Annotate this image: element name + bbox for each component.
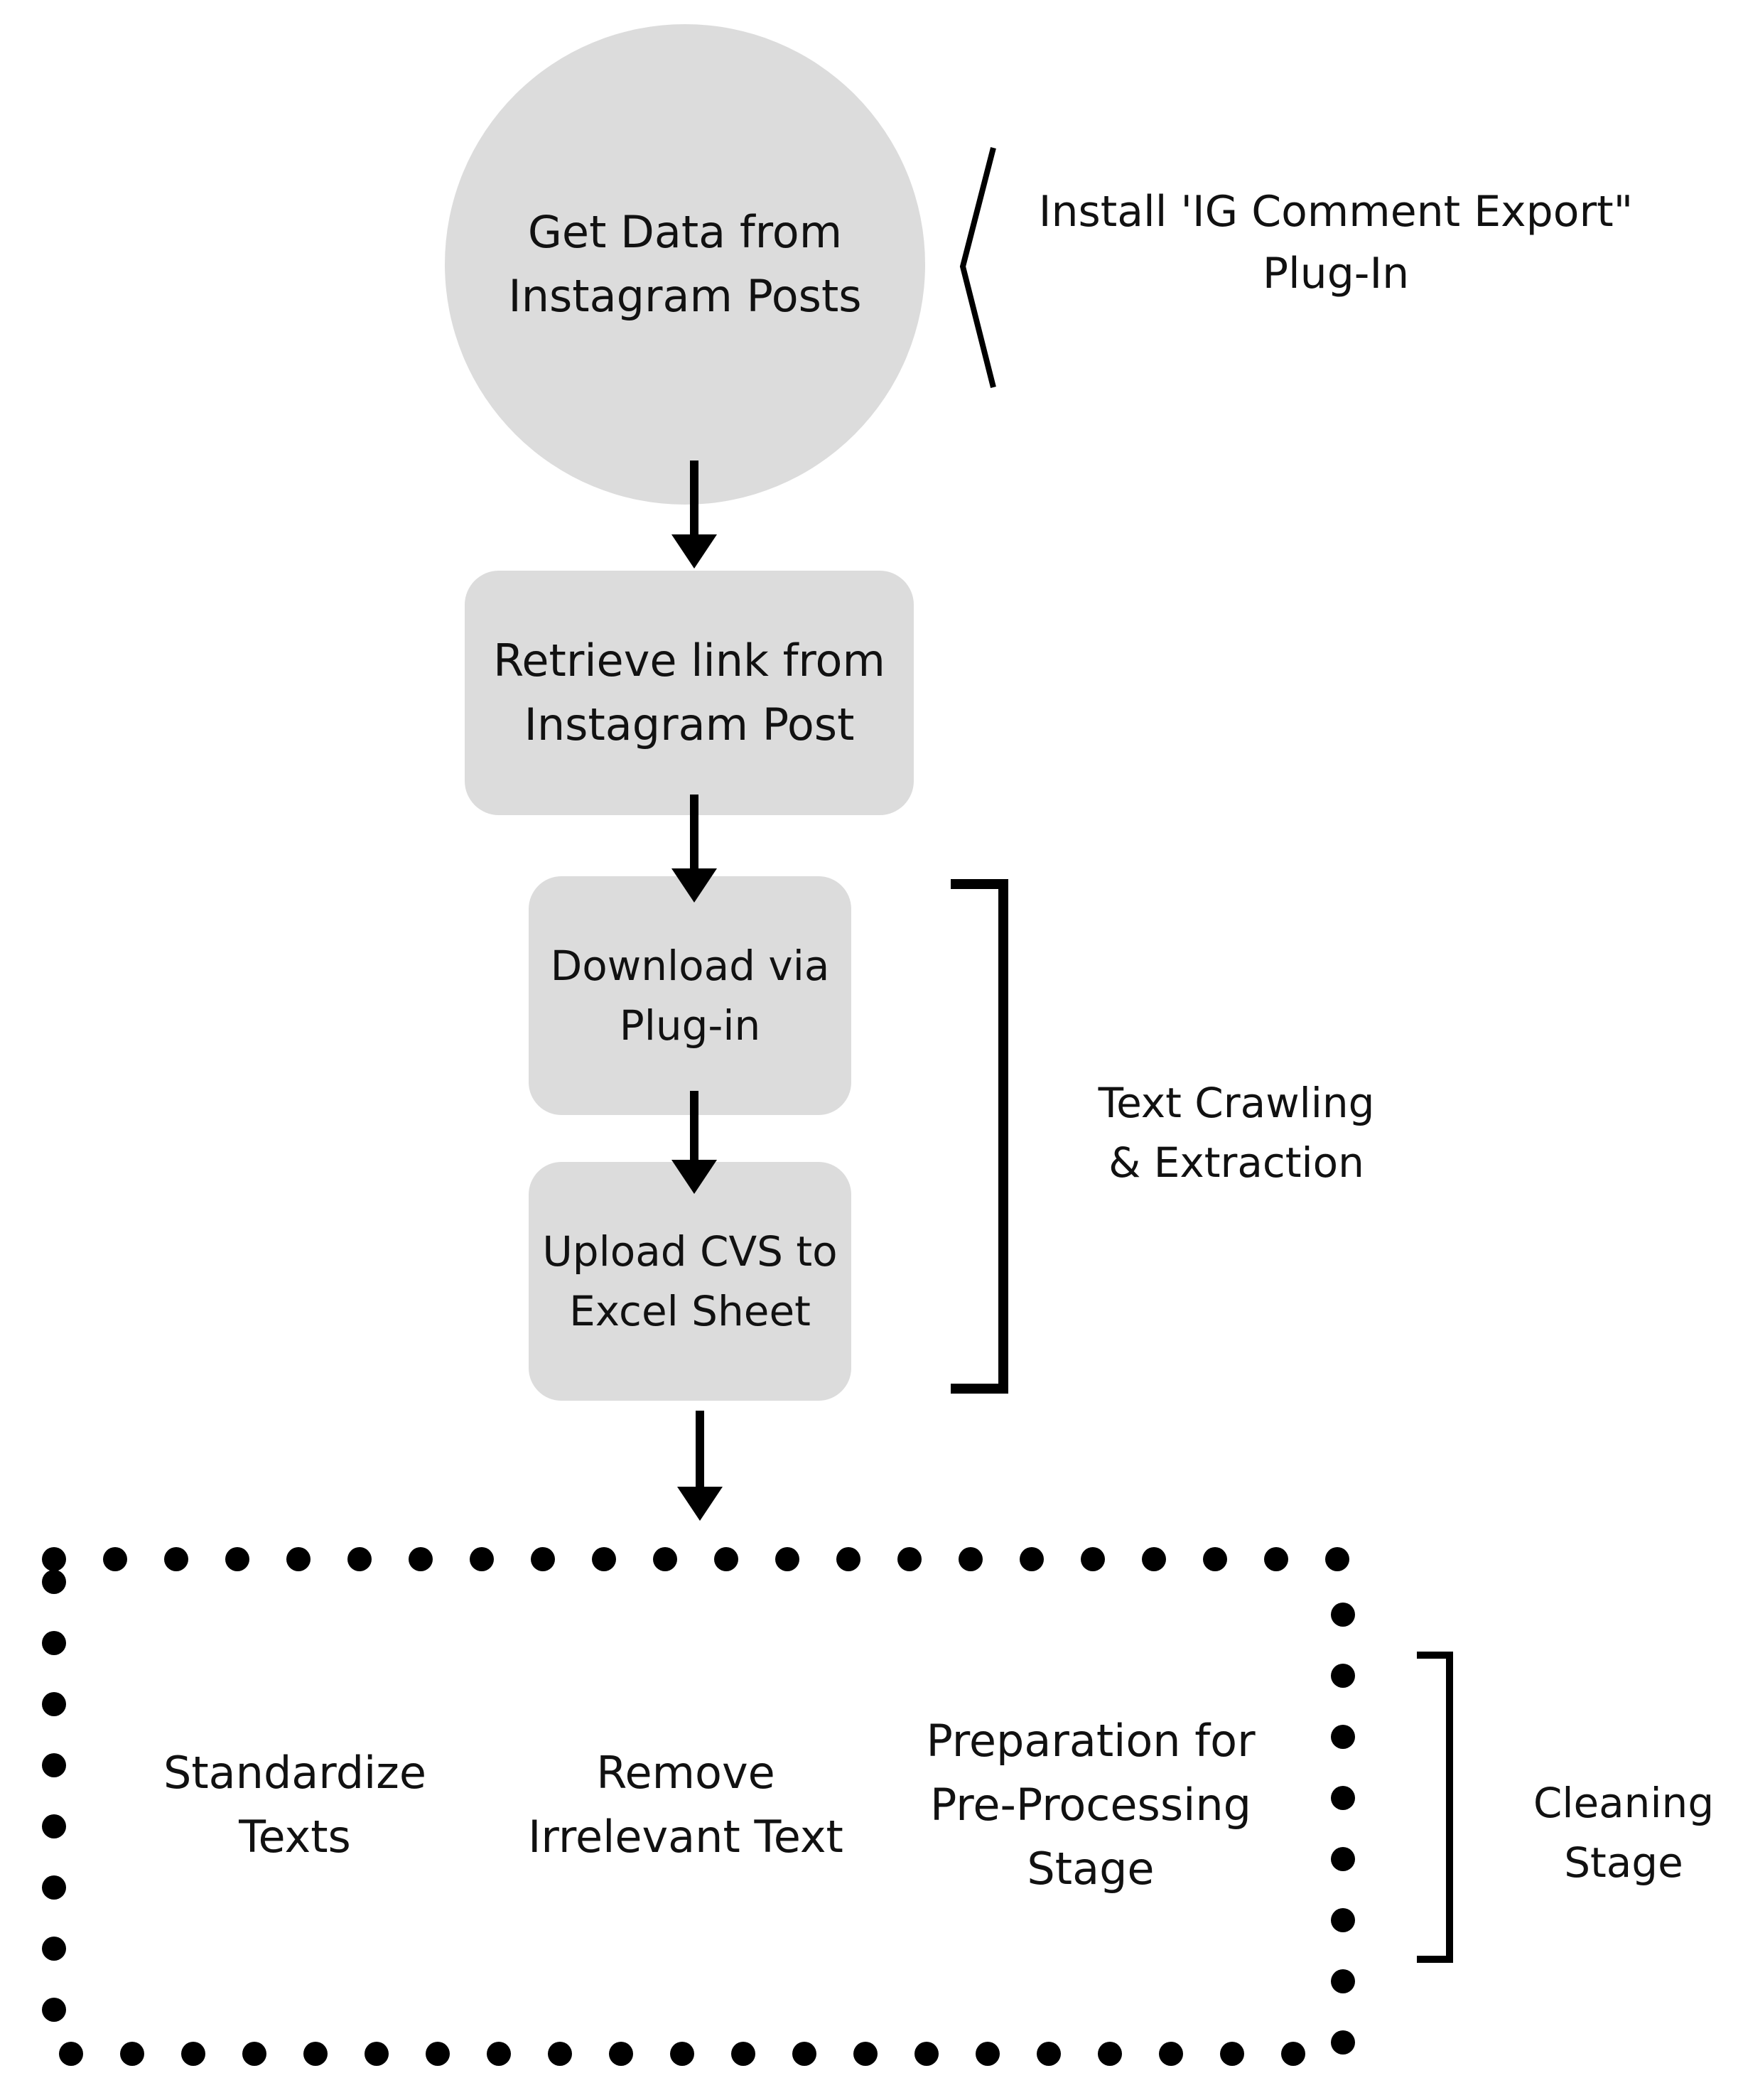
upload-label: Upload CVS to Excel Sheet	[542, 1227, 838, 1335]
standardize-texts-step: Standardize Texts	[163, 1747, 426, 1863]
download-label: Download via Plug-in	[550, 941, 830, 1050]
arrow-download-to-upload	[671, 1091, 717, 1194]
get-data-label: Get Data from Instagram Posts	[508, 206, 862, 322]
get-data-node: Get Data from Instagram Posts	[445, 24, 925, 505]
cleaning-stage-annotation: Cleaning Stage	[1533, 1779, 1715, 1888]
text-crawling-annotation: Text Crawling & Extraction	[1098, 1079, 1375, 1188]
cleaning-stage-dotted-box	[42, 1547, 1355, 2066]
retrieve-link-node: Retrieve link from Instagram Post	[465, 571, 914, 815]
arrow-retrieve-to-download	[671, 795, 717, 903]
retrieve-link-label: Retrieve link from Instagram Post	[493, 635, 885, 750]
arrow-upload-to-cleaning	[677, 1411, 723, 1521]
upload-node: Upload CVS to Excel Sheet	[529, 1162, 851, 1401]
download-node: Download via Plug-in	[529, 876, 851, 1115]
preparation-step: Preparation for Pre-Processing Stage	[926, 1715, 1256, 1895]
install-chevron-icon	[959, 147, 996, 388]
text-crawling-bracket	[951, 879, 1008, 1394]
install-plugin-annotation: Install 'IG Comment Export" Plug-In	[1038, 187, 1634, 298]
cleaning-stage-bracket	[1417, 1652, 1453, 1963]
arrow-circle-to-retrieve	[671, 461, 717, 569]
remove-irrelevant-text-step: Remove Irrelevant Text	[528, 1747, 843, 1863]
